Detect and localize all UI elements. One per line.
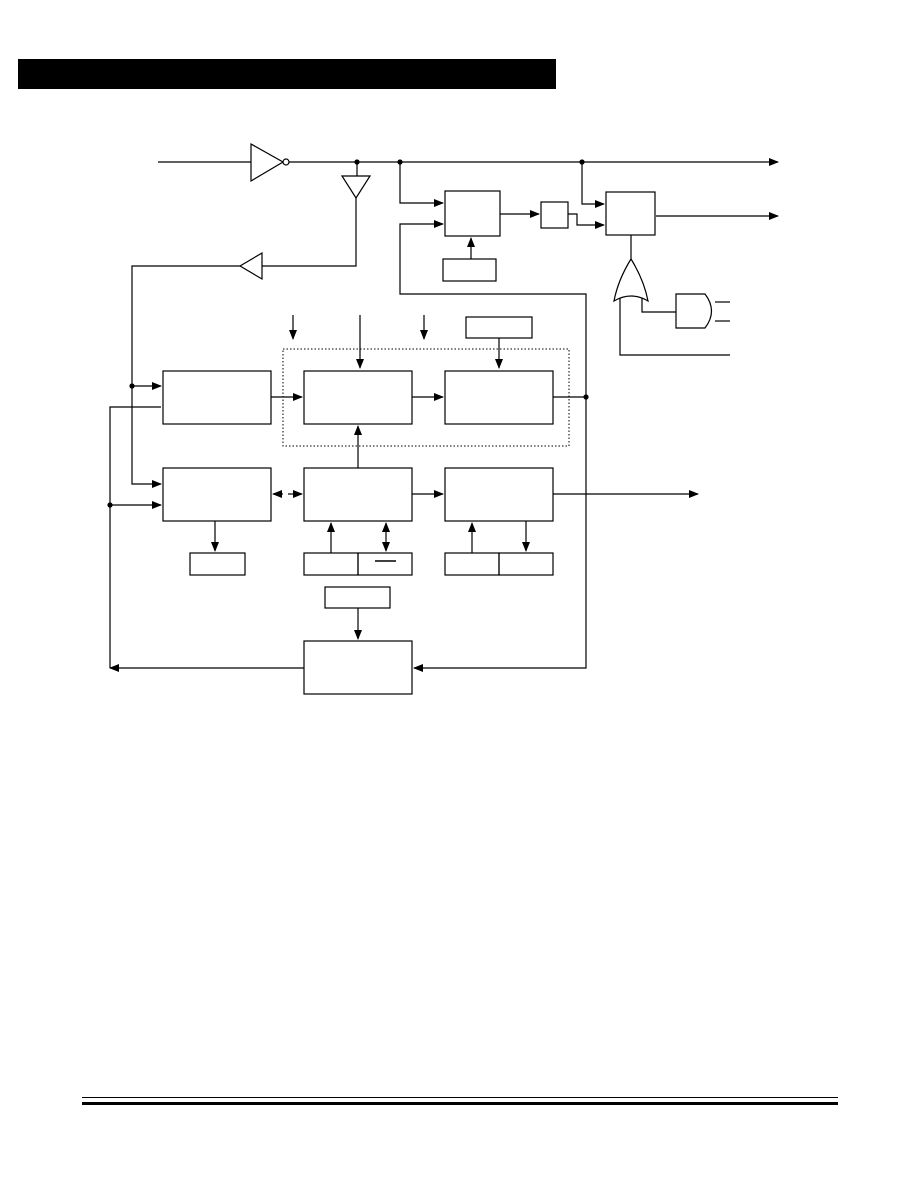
small-box-left xyxy=(189,552,246,576)
junction-dot xyxy=(354,159,360,165)
gate-block xyxy=(444,190,501,237)
right-block-1 xyxy=(444,370,554,425)
junction-dot xyxy=(129,383,135,389)
loop-left-wire xyxy=(109,406,161,505)
inverter-gate xyxy=(250,142,285,183)
small-box-right-a xyxy=(444,552,500,576)
center-block-1 xyxy=(303,370,413,425)
footer-rule-thick xyxy=(82,1102,838,1105)
junction-dot xyxy=(583,394,589,400)
or-input-a xyxy=(641,298,676,313)
small-box-center-a xyxy=(303,552,359,576)
buffer-down-gate xyxy=(340,175,372,200)
left-block-1 xyxy=(162,370,272,425)
right-block-2 xyxy=(444,467,554,522)
small-to-output-wire xyxy=(568,213,605,229)
or-input-b xyxy=(619,298,730,356)
bus-to-gate-wire xyxy=(399,162,444,207)
small-box-right-b xyxy=(498,552,554,576)
left-vertical-wire xyxy=(131,265,240,386)
small-box-center-b xyxy=(357,552,413,576)
junction-dot xyxy=(397,159,403,165)
left-block-2 xyxy=(162,467,272,522)
gate-input-block xyxy=(442,258,497,282)
and-gate xyxy=(675,293,713,329)
small-block xyxy=(540,201,569,229)
top-label-block xyxy=(465,316,533,339)
footer-rule xyxy=(82,1097,838,1098)
bottom-block xyxy=(303,640,413,695)
return-to-bottom-wire xyxy=(413,397,587,672)
left-feed-down xyxy=(131,386,162,488)
buffer-left-gate xyxy=(238,251,263,281)
feedback-wire xyxy=(262,198,357,267)
header-bar xyxy=(18,59,556,89)
center-block-2 xyxy=(303,467,413,522)
or-gate xyxy=(613,257,649,303)
label-box-bottom xyxy=(324,586,391,609)
output-block xyxy=(605,191,656,236)
junction-dot xyxy=(107,502,113,508)
inverter-bubble xyxy=(282,158,290,166)
return-to-gate-wire xyxy=(399,220,587,397)
junction-dot xyxy=(579,159,585,165)
bus-to-output-wire xyxy=(581,162,605,208)
